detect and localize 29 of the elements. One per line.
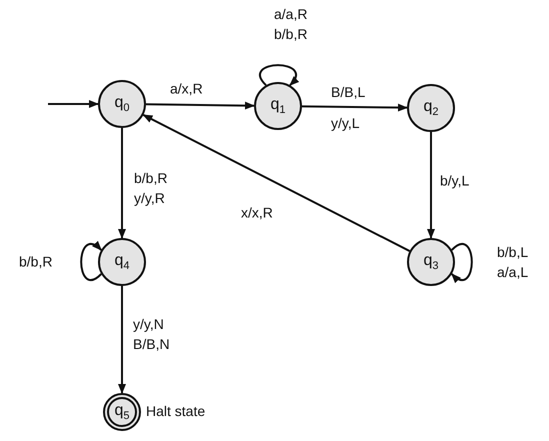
state-circle	[98, 80, 146, 128]
arrow	[118, 286, 126, 394]
arrow	[48, 100, 99, 108]
arrow	[451, 243, 473, 283]
edge-label: B/B,L y/y,L	[331, 83, 366, 133]
edge-label: b/b,R y/y,R	[134, 169, 168, 208]
edge-label: b/b,L a/a,L	[497, 243, 530, 282]
state-label: q$_{5}$	[114, 402, 130, 422]
arrow	[259, 64, 299, 86]
state-circle	[103, 393, 141, 431]
state-label: q$_{0}$	[114, 94, 130, 114]
state-circle	[254, 82, 302, 130]
state-circle	[98, 238, 146, 286]
arrow	[142, 114, 410, 252]
state-label: q$_{1}$	[270, 96, 286, 116]
state-label: q$_{3}$	[423, 252, 439, 272]
state-note: Halt state	[146, 403, 206, 419]
state-label: q$_{2}$	[423, 98, 439, 118]
arrow	[146, 102, 255, 110]
edge-label: a/a,R b/b,R	[274, 5, 308, 44]
arrow	[427, 132, 435, 239]
state-circle	[407, 84, 455, 132]
edge-label: b/b,R	[19, 254, 54, 270]
arrow	[80, 241, 102, 281]
state-circle	[407, 238, 455, 286]
arrow	[302, 104, 408, 112]
state-label: q$_{4}$	[114, 252, 130, 272]
arrow	[118, 128, 126, 239]
edge-label: y/y,N B/B,N	[133, 315, 171, 354]
